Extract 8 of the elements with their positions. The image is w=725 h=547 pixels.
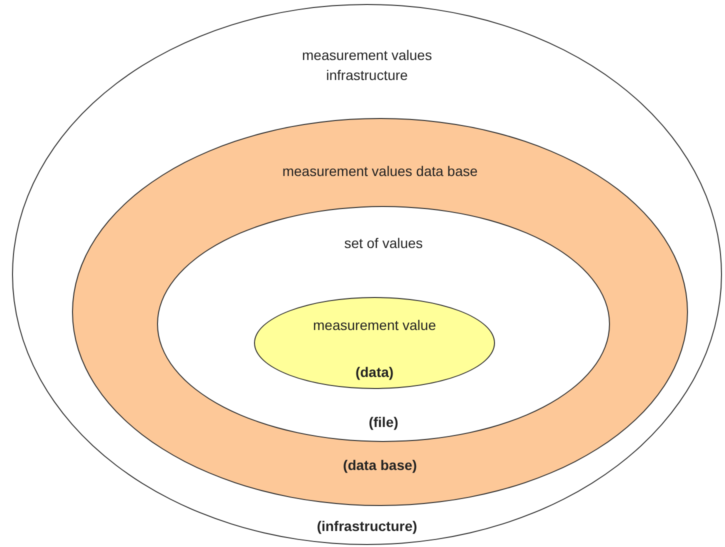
ellipse-caption: (data base): [343, 456, 417, 474]
ellipse-caption: (data): [355, 363, 394, 381]
ellipse-label: measurement values data base: [282, 162, 478, 181]
ellipse-caption: (file): [368, 413, 398, 431]
ellipse-label: measurement values infrastructure: [301, 46, 433, 85]
ellipse-label: measurement value: [313, 316, 436, 335]
ellipse-caption: (infrastructure): [316, 517, 418, 535]
ellipse-label: set of values: [344, 234, 423, 253]
